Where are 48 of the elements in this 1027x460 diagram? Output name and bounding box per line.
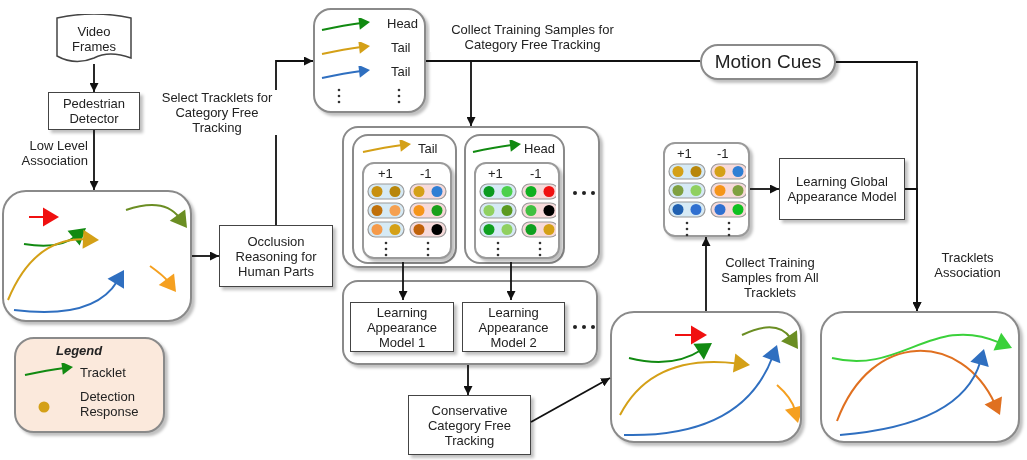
process-box <box>350 302 454 352</box>
arrow <box>530 377 611 423</box>
process-box <box>462 302 565 352</box>
node-label: Head <box>387 16 419 31</box>
node-label: +1 <box>677 146 692 161</box>
node-label: +1 <box>488 166 503 181</box>
node-label: Learning Appearance Model 2 <box>477 304 550 350</box>
node-label: Head <box>524 141 556 156</box>
legend-title: Legend <box>56 343 103 358</box>
node-label: Occlusion Reasoning for Human Parts <box>234 233 318 279</box>
process-box <box>48 92 140 130</box>
node-label: -1 <box>420 166 432 181</box>
arrow <box>463 364 473 396</box>
node-label: Motion Cues <box>713 51 823 73</box>
arrow <box>89 129 99 191</box>
node-label: Tail <box>391 40 411 55</box>
node-label: Pedestrian Detector <box>61 96 127 126</box>
arrow <box>904 188 922 312</box>
node-label: Learning Appearance Model 1 <box>365 304 439 350</box>
node-label: -1 <box>717 146 729 161</box>
group-box <box>342 126 600 268</box>
sample-card <box>464 134 565 264</box>
tracklets-panel <box>313 8 426 113</box>
node-label: Video Frames <box>70 24 118 54</box>
terminal-box <box>700 44 836 80</box>
arrow <box>701 236 711 312</box>
legend-label: Tracklet <box>80 365 127 380</box>
legend-label: Detection Response <box>80 389 140 419</box>
sample-pairs-box <box>362 162 452 259</box>
document-box <box>56 14 132 64</box>
arrow <box>398 261 408 301</box>
arrow <box>191 251 220 261</box>
arrow <box>506 261 516 301</box>
node-label: +1 <box>378 166 393 181</box>
node-label: Tail <box>418 141 438 156</box>
process-box <box>219 225 333 287</box>
node-label: Learning Global Appearance Model <box>786 174 898 204</box>
process-box <box>408 395 531 455</box>
group-box <box>342 280 598 365</box>
process-box <box>779 158 905 220</box>
node-label: Conservative Category Free Tracking <box>426 402 513 448</box>
arrow <box>749 184 780 194</box>
node-label: -1 <box>530 166 542 181</box>
node-label: Tail <box>391 64 411 79</box>
arrow <box>89 63 99 93</box>
sample-pairs-box <box>663 142 750 237</box>
sample-pairs-box <box>474 162 560 259</box>
sample-card <box>352 134 457 264</box>
